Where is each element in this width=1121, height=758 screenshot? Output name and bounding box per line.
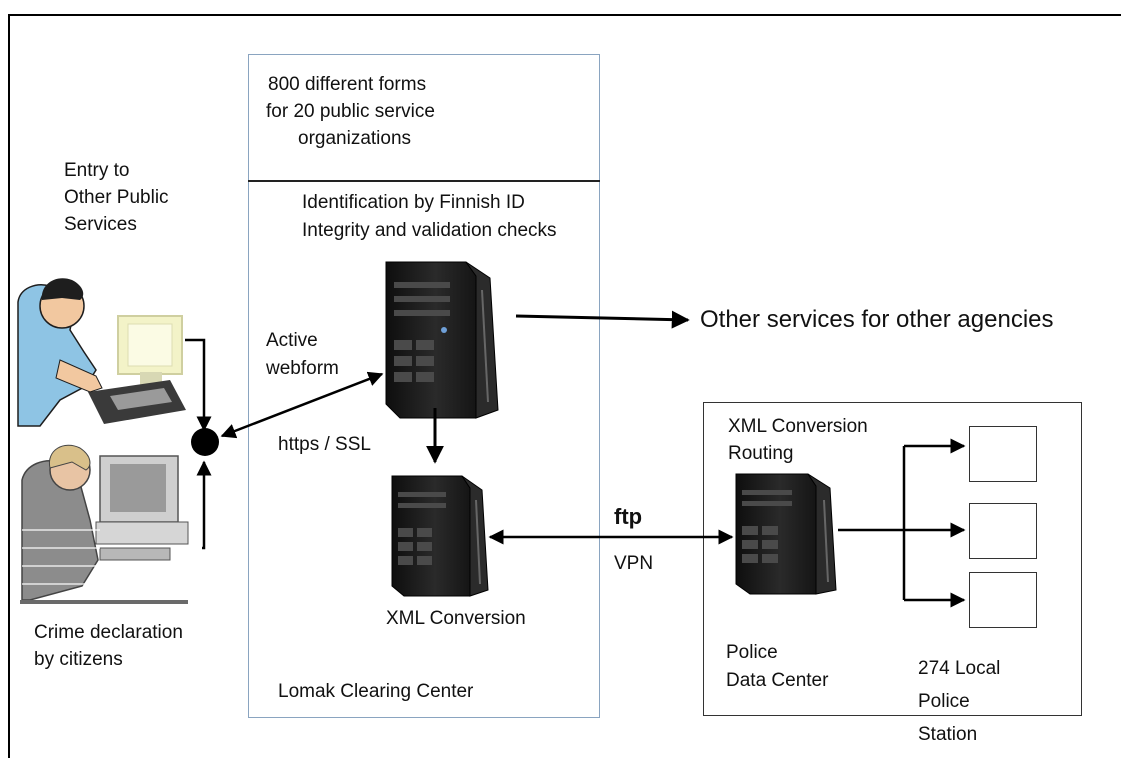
lomak-checks-line-2: Integrity and validation checks (302, 220, 557, 241)
connector-top-computer (185, 338, 212, 432)
entry-line-1: Entry to (64, 160, 130, 181)
active-webform-line-1: Active (266, 330, 318, 351)
crime-line-1: Crime declaration (34, 622, 183, 643)
lomak-center-name: Lomak Clearing Center (278, 681, 474, 702)
lomak-forms-line-3: organizations (298, 128, 412, 149)
other-services-arrow (515, 310, 690, 329)
lomak-divider-line (248, 180, 600, 182)
stations-line-3: Station (918, 724, 978, 745)
police-station-box-1 (969, 426, 1037, 482)
crime-line-2: by citizens (34, 649, 123, 670)
lomak-forms-line-2: for 20 public service (266, 101, 435, 122)
other-services-label: Other services for other agencies (700, 306, 1054, 333)
police-data-center-box (703, 402, 1082, 716)
police-data-center-line-2: Data Center (726, 670, 829, 691)
xml-conversion-label: XML Conversion (386, 608, 526, 629)
police-header-line-1: XML Conversion (728, 416, 868, 437)
active-webform-line-2: webform (266, 358, 339, 379)
stations-line-1: 274 Local (918, 658, 1001, 679)
junction-dot (191, 428, 219, 456)
xml-conversion-server-icon (391, 475, 489, 597)
entry-line-3: Services (64, 214, 137, 235)
police-station-box-2 (969, 503, 1037, 559)
ftp-label: ftp (614, 504, 643, 529)
police-header-line-2: Routing (728, 443, 794, 464)
vpn-label: VPN (614, 553, 654, 574)
citizen-computer-icon-2 (20, 444, 189, 604)
entry-line-2: Other Public (64, 187, 169, 208)
lomak-forms-line-1: 800 different forms (268, 74, 427, 95)
outer-frame (8, 14, 1121, 758)
web-server-icon (385, 261, 499, 419)
connector-bottom-computer (196, 460, 212, 550)
lomak-checks-line-1: Identification by Finnish ID (302, 192, 525, 213)
citizen-computer-icon-1 (17, 278, 186, 427)
police-station-box-3 (969, 572, 1037, 628)
police-data-center-line-1: Police (726, 642, 778, 663)
https-label: https / SSL (278, 434, 371, 455)
https-arrow (220, 371, 384, 439)
stations-line-2: Police (918, 691, 970, 712)
police-server-icon (735, 473, 837, 595)
